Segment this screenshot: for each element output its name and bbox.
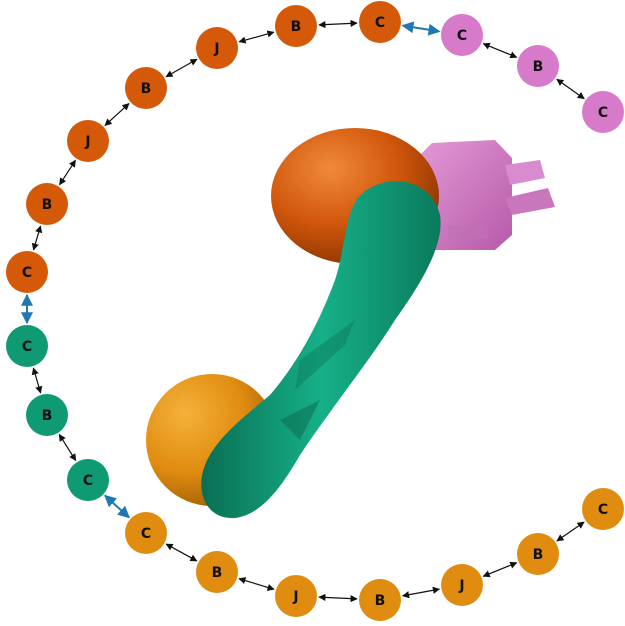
chain-node-circle [67, 120, 109, 162]
chain-link-17 [482, 561, 518, 578]
chain-node-circle [359, 1, 401, 43]
chain-link-4 [238, 30, 275, 44]
chain-node-label: B [291, 19, 302, 35]
chain-node-circle [582, 488, 624, 530]
chain-node-13: C [125, 512, 167, 554]
chain-node-11: B [26, 394, 68, 436]
chain-link-8 [31, 225, 43, 251]
chain-node-label: J [213, 41, 219, 57]
chain-link-7 [59, 159, 76, 186]
chain-node-label: B [375, 593, 386, 609]
chain-node-label: B [533, 547, 544, 563]
chain-node-label: C [457, 28, 467, 44]
chain-node-6: B [125, 67, 167, 109]
chain-node-label: C [598, 105, 608, 121]
chain-node-label: B [42, 408, 53, 424]
chain-node-label: C [22, 265, 32, 281]
chain-node-label: J [84, 134, 90, 150]
chain-links [21, 19, 585, 603]
chain-node-7: J [67, 120, 109, 162]
chain-node-12: C [67, 459, 109, 501]
chain-node-circle [359, 579, 401, 621]
chain-node-label: B [42, 197, 53, 213]
chain-node-18: B [517, 533, 559, 575]
chain-node-circle [6, 325, 48, 367]
chain-node-label: B [212, 565, 223, 581]
chain-node-17: J [441, 564, 483, 606]
chain-node-circle [196, 551, 238, 593]
chain-node-circle [441, 564, 483, 606]
chain-link-6 [104, 103, 130, 126]
chain-node-circle [6, 251, 48, 293]
chain-link-2 [401, 21, 441, 36]
chain-node-label: J [292, 589, 298, 605]
chain-node-circle [125, 512, 167, 554]
chain-node-2: C [582, 91, 624, 133]
chain-node-circle [517, 533, 559, 575]
chain-link-10 [31, 367, 43, 394]
chain-node-9: C [6, 251, 48, 293]
chain-node-label: C [141, 526, 151, 542]
chain-node-label: B [533, 59, 544, 75]
chain-link-5 [165, 58, 198, 78]
chain-node-circle [125, 67, 167, 109]
chain-link-13 [165, 543, 198, 562]
chain-link-18 [556, 521, 585, 542]
chain-link-3 [318, 19, 358, 29]
chain-link-11 [58, 433, 77, 462]
chain-node-label: C [22, 339, 32, 355]
chain-node-circle [275, 575, 317, 617]
chain-link-16 [401, 586, 441, 599]
chain-node-8: B [26, 183, 68, 225]
chain-link-12 [104, 494, 130, 519]
chain-node-circle [196, 27, 238, 69]
chain-node-label: B [141, 81, 152, 97]
chain-node-3: C [359, 1, 401, 43]
chain-node-label: C [375, 15, 385, 31]
chain-node-19: C [582, 488, 624, 530]
chain-node-16: B [359, 579, 401, 621]
chain-node-circle [26, 394, 68, 436]
chain-node-14: B [196, 551, 238, 593]
chain-node-circle [582, 91, 624, 133]
chain-link-1 [556, 78, 585, 100]
chain-node-circle [441, 14, 483, 56]
chain-nodes: C B C C B J B J B C C B C C B J B J B C [6, 1, 624, 621]
chain-node-label: C [598, 502, 608, 518]
robot-rendering [146, 128, 555, 519]
chain-node-circle [275, 5, 317, 47]
chain-node-4: B [275, 5, 317, 47]
chain-link-14 [238, 577, 275, 591]
chain-node-circle [26, 183, 68, 225]
chain-link-0 [482, 42, 518, 59]
chain-node-label: C [83, 473, 93, 489]
chain-node-5: J [196, 27, 238, 69]
chain-node-circle [67, 459, 109, 501]
chain-link-15 [318, 593, 358, 603]
chain-node-10: C [6, 325, 48, 367]
chain-node-1: B [517, 45, 559, 87]
chain-node-circle [517, 45, 559, 87]
chain-node-15: J [275, 575, 317, 617]
chain-node-0: C [441, 14, 483, 56]
chain-node-label: J [458, 578, 464, 594]
